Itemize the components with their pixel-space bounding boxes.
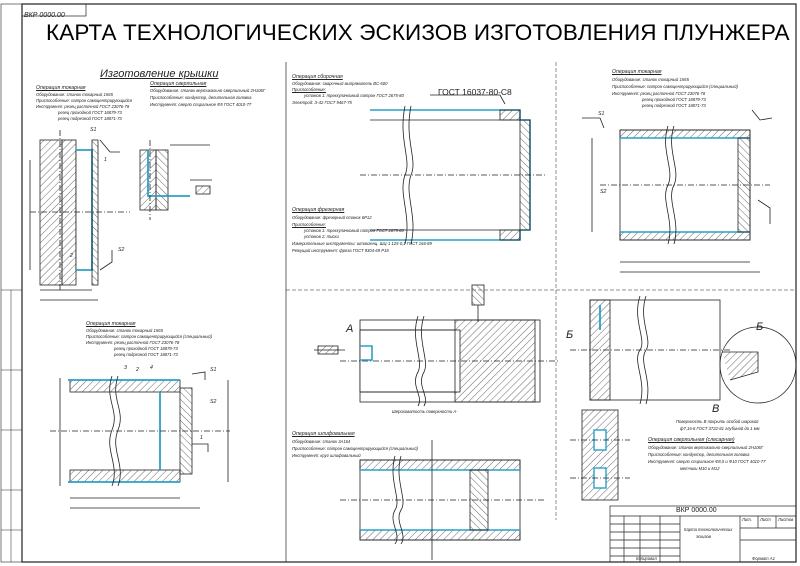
assembly-name: Операция сборочная [292,74,343,80]
cover-op-turning-fixture: Приспособление: патрон самоцентрирующийс… [36,98,133,103]
grinding-sketch [340,440,545,560]
cover-op-turning-tool: Инструмент: резец расточной ГОСТ 23076-7… [36,104,130,109]
locksmith-label-b-detail: Б [756,321,764,333]
assembly-equipment: Оборудование: сварочный выпрямитель ВС-6… [292,81,388,86]
stamp-format: Формат А1 [752,556,775,561]
grinding-fixture: Приспособление: патрон самоцентрирующийс… [292,446,418,451]
body-turning-name: Операция токарная [86,321,136,327]
cover-label-2: 2 [70,253,73,259]
turning-right-label-s1: S1 [598,111,605,117]
milling-fixture2: установ 1: трехкулачковый патрон ГОСТ 26… [304,228,404,233]
stamp-lit: Лит. [742,517,752,522]
locksmith-label-v: В [712,403,720,415]
body-label-s1: S1 [210,367,217,373]
milling-label-a: А [346,323,354,335]
body-turning-fixture: Приспособление: патрон самоцентрирующийс… [86,334,212,339]
turning-right-label-s2: S2 [600,189,607,195]
turning-right-fixture: Приспособление: патрон самоцентрирующийс… [612,84,738,89]
cover-label-s1: S1 [90,127,97,133]
stamp-sheets: Листов [778,517,794,522]
milling-fixture3: установ 2: тиски [304,234,339,239]
grinding-equipment: Оборудование: станок 3А164 [292,439,351,444]
cover-op-drilling-tool: Инструмент: сверло спиральное Ф5 ГОСТ 40… [150,102,252,107]
milling-fixture: Приспособление: [292,222,326,227]
locksmith-fixture: Приспособление: кондуктор, делительная г… [648,452,750,457]
body-label-2: 2 [136,367,139,373]
page-title: КАРТА ТЕХНОЛОГИЧЕСКИХ ЭСКИЗОВ ИЗГОТОВЛЕН… [46,20,790,45]
cover-op-turning-name: Операция токарная [36,85,86,91]
locksmith-name: Операция сверлильная (слесарная) [648,437,735,443]
sheet-frame [0,3,797,563]
milling-name: Операция фрезерная [292,207,345,213]
body-label-3: 3 [124,365,127,371]
assembly-fixture2: установ 1: трехкулачковый патрон ГОСТ 26… [304,93,404,98]
locksmith-label-b: Б [566,329,574,341]
locksmith-note: Поверхность В покрыть особой шарикой [676,419,759,424]
milling-finish: Шероховатость поверхности А- [392,409,458,414]
stamp-sheet: Лист [760,517,771,522]
milling-cutting: Режущий инструмент: фреза ГОСТ 9304-69 Р… [292,248,389,253]
grinding-name: Операция шлифовальная [292,431,355,437]
body-turning-equipment: Оборудование: станок токарный 1К65 [86,328,163,333]
milling-equipment: Оборудование: фрезерный станок 6Р12 [292,215,372,220]
turning-right-equipment: Оборудование: станок токарный 1К65 [612,77,689,82]
stamp-name2: эскизов [696,534,711,539]
turning-right-tool2: резец проходной ГОСТ 18879-73 [642,97,706,102]
assembly-electrode: Электрод: Э-42 ГОСТ 9467-75 [292,100,352,105]
body-label-4: 4 [150,365,153,371]
locksmith-note2: ф7,16-6 ГОСТ 3722-81 глубиной до 1 мм [680,426,760,431]
cover-label-1: 1 [104,157,107,163]
cover-op-drilling-name: Операция сверлильная [150,81,207,87]
cover-op-drilling-equipment: Оборудование: станок вертикально-сверлил… [150,88,266,93]
stamp-copy: Копировал [636,556,657,561]
cover-op-turning-equipment: Оборудование: станок токарный 1К65 [36,92,113,97]
locksmith-equipment: Оборудование: станок вертикально-сверлил… [648,445,764,450]
body-label-s2: S2 [210,399,217,405]
milling-measure: Измерительные инструменты: штангенц. ШЦ-… [292,241,432,246]
stamp-code: ВКР 0000.00 [676,507,717,514]
body-turning-sketch [50,371,230,509]
cover-op-drilling-fixture: Приспособление: кондуктор, делительная г… [150,95,252,100]
turning-right-name: Операция токарная [612,69,662,75]
title-block [609,505,797,563]
cover-op-turning-tool2: резец проходной ГОСТ 18879-73 [58,110,122,115]
cover-drilling-sketch [139,140,212,220]
cover-label-s2: S2 [118,247,125,253]
grinding-tool: Инструмент: круг шлифовальный [292,453,361,458]
assembly-gost: ГОСТ 16037-80-С8 [438,87,512,97]
locksmith-tool2: метчики М10 и М12 [680,466,720,471]
body-turning-tool: Инструмент: резец расточной ГОСТ 23076-7… [86,340,180,345]
locksmith-sketch [570,295,797,501]
assembly-fixture: Приспособление: [292,87,326,92]
cover-op-turning-tool3: резец подрезной ГОСТ 18871-73 [58,116,122,121]
body-turning-tool2: резец проходной ГОСТ 18879-73 [114,346,178,351]
turning-right-tool: Инструмент: резец расточной ГОСТ 23076-7… [612,91,706,96]
locksmith-tool: Инструмент: сверло спиральное Ф8,5 и Ф10… [648,459,766,464]
milling-sketch [314,284,560,407]
assembly-sketch [360,94,545,245]
corner-code: ВКР 0000.00 [24,12,65,19]
body-label-1: 1 [200,435,203,441]
cover-turning-sketch [29,130,130,301]
turning-right-sketch [582,109,773,273]
cover-title: Изготовление крышки [100,68,219,80]
body-turning-tool3: резец подрезной ГОСТ 18871-73 [114,352,178,357]
stamp-name1: Карта технологических [684,527,733,532]
turning-right-tool3: резец подрезной ГОСТ 18871-73 [642,103,706,108]
